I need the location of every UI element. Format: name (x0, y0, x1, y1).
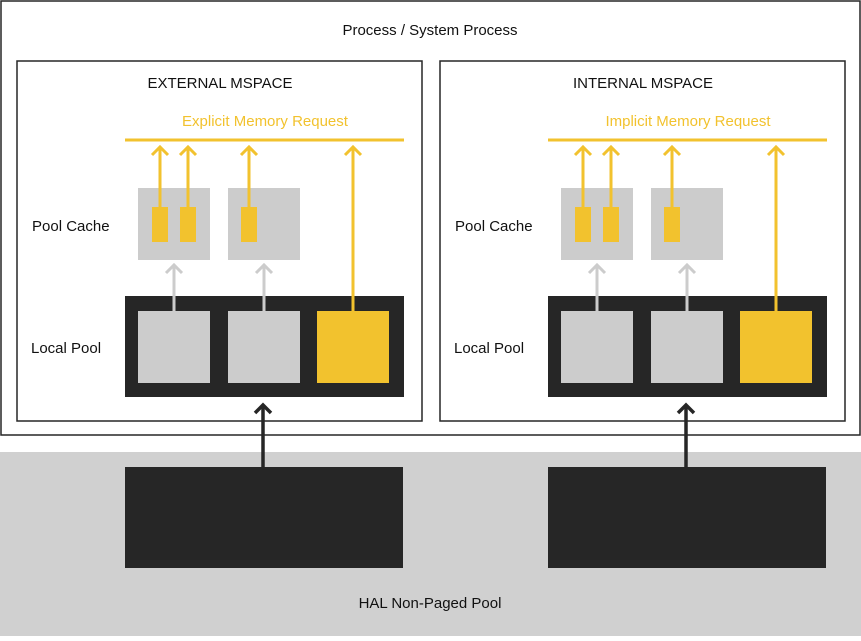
local-pool-block (651, 311, 723, 383)
cache-to-request-arrow-head (239, 144, 259, 157)
direct-request-arrow-head (766, 144, 786, 157)
mspace-panel-1: INTERNAL MSPACE Implicit Memory RequestPo… (439, 60, 846, 568)
mspace-title: EXTERNAL MSPACE (147, 75, 292, 92)
hal-to-local-pool-arrow-head (676, 402, 696, 415)
cached-block (152, 207, 168, 242)
cached-block (664, 207, 680, 242)
cached-block (241, 207, 257, 242)
cache-to-request-arrow-head (601, 144, 621, 157)
cached-block (180, 207, 196, 242)
cache-to-request-arrow-head (662, 144, 682, 157)
local-pool-block-direct (740, 311, 812, 383)
cached-block (603, 207, 619, 242)
local-pool-block (138, 311, 210, 383)
process-title: Process / System Process (342, 22, 517, 39)
pool-to-cache-arrow-head (587, 262, 607, 275)
pool-cache-label: Pool Cache (32, 218, 110, 235)
pool-cache-box (228, 188, 300, 260)
pool-cache-box (138, 188, 210, 260)
local-pool-label: Local Pool (454, 340, 524, 357)
hal-title: HAL Non-Paged Pool (359, 595, 502, 612)
mspace-panel-0: EXTERNAL MSPACE Explicit Memory RequestPo… (16, 60, 423, 568)
mspace-title: INTERNAL MSPACE (573, 75, 713, 92)
pool-cache-label: Pool Cache (455, 218, 533, 235)
cached-block (575, 207, 591, 242)
hal-to-local-pool-arrow-head (253, 402, 273, 415)
local-pool-block (228, 311, 300, 383)
pool-to-cache-arrow-head (677, 262, 697, 275)
cache-to-request-arrow-head (573, 144, 593, 157)
cache-to-request-arrow-head (178, 144, 198, 157)
local-pool-label: Local Pool (31, 340, 101, 357)
memory-request-label: Explicit Memory Request (182, 113, 349, 130)
direct-request-arrow-head (343, 144, 363, 157)
memory-request-label: Implicit Memory Request (605, 113, 771, 130)
pool-to-cache-arrow-head (254, 262, 274, 275)
cache-to-request-arrow-head (150, 144, 170, 157)
pool-to-cache-arrow-head (164, 262, 184, 275)
local-pool-block (561, 311, 633, 383)
hal-pool-block (548, 467, 826, 568)
pool-cache-box (561, 188, 633, 260)
pool-cache-box (651, 188, 723, 260)
local-pool-block-direct (317, 311, 389, 383)
hal-pool-block (125, 467, 403, 568)
